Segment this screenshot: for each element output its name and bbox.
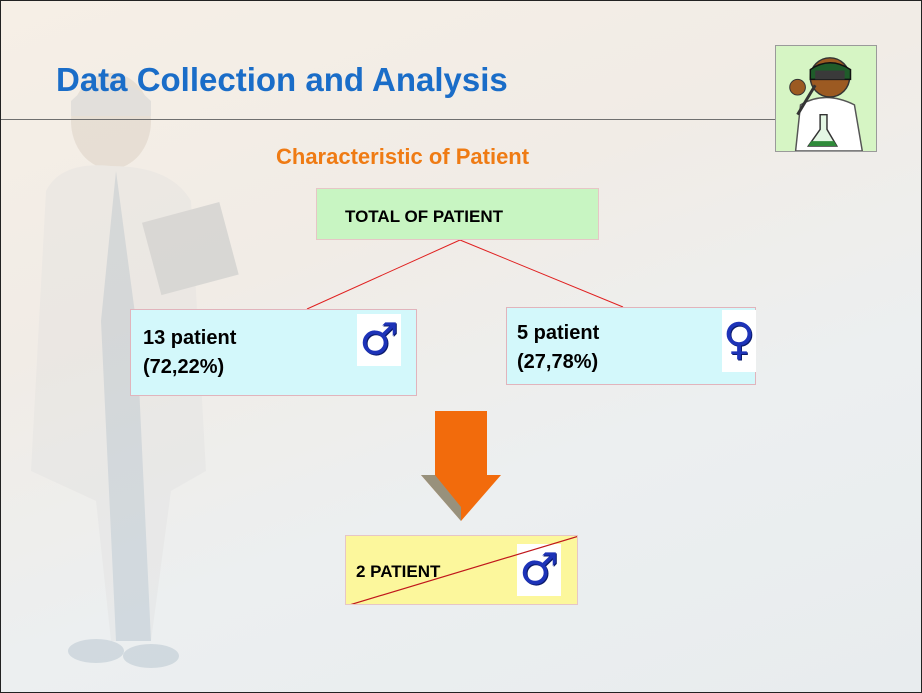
female-symbol-icon: ♀ bbox=[722, 310, 756, 372]
result-patient-box: 2 PATIENT ♂ bbox=[345, 535, 578, 605]
strike-through-line bbox=[350, 536, 577, 604]
female-patient-percent: (27,78%) bbox=[517, 351, 599, 373]
male-patient-box: 13 patient (72,22%) ♂ bbox=[130, 309, 417, 396]
female-patient-count: 5 patient bbox=[517, 322, 600, 344]
total-patient-box: TOTAL OF PATIENT bbox=[316, 188, 599, 240]
slide-title: Data Collection and Analysis bbox=[56, 61, 508, 98]
male-patient-percent: (72,22%) bbox=[143, 356, 225, 378]
female-patient-box: 5 patient (27,78%) ♀ bbox=[506, 307, 756, 385]
male-patient-text: 13 patient (72,22%) bbox=[143, 324, 236, 382]
male-patient-count: 13 patient bbox=[143, 327, 237, 349]
total-patient-label: TOTAL OF PATIENT bbox=[345, 207, 504, 226]
title-divider bbox=[1, 119, 781, 120]
male-symbol-icon: ♂ bbox=[357, 314, 401, 366]
down-arrow-icon bbox=[421, 411, 501, 521]
result-patient-label: 2 PATIENT bbox=[356, 562, 441, 581]
diagram-subtitle: Characteristic of Patient bbox=[276, 144, 530, 169]
female-patient-text: 5 patient (27,78%) bbox=[517, 319, 599, 377]
scientist-clipart-icon bbox=[775, 45, 877, 152]
